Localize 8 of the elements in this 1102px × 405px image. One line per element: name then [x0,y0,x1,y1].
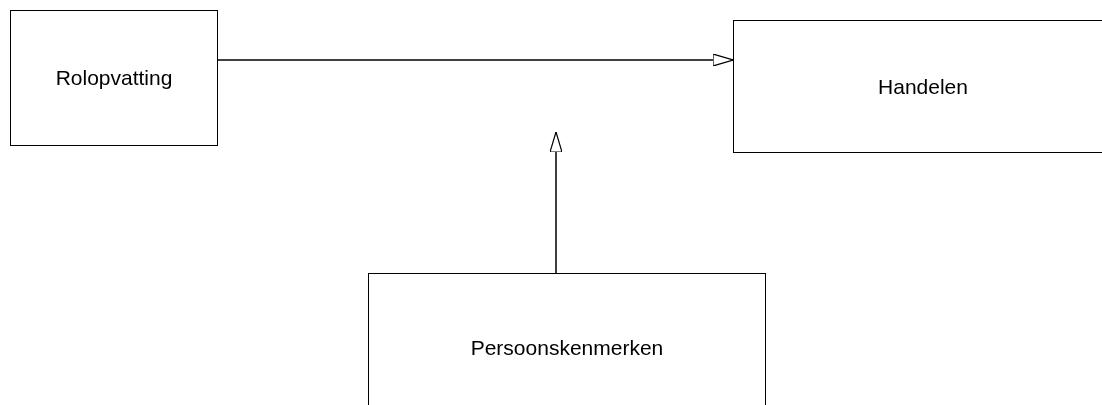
arrow [549,131,563,274]
box-label: Handelen [878,74,968,99]
arrow [217,53,734,67]
process-box [733,20,1102,153]
process-box [10,10,218,146]
box-label: Persoonskenmerken [470,336,664,360]
box-label: Rolopvatting [55,66,173,90]
process-box [368,273,766,405]
